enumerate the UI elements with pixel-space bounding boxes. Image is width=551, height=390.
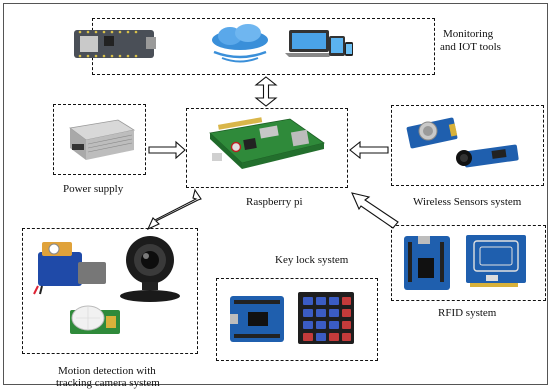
monitoring-label-line1: Monitoring [443, 28, 494, 40]
iot-board-image [74, 30, 156, 58]
servo-motor-image [33, 242, 106, 295]
power-supply-image [69, 119, 136, 160]
raspberry-pi-label: Raspberry pi [246, 196, 303, 208]
webcam-icon [120, 236, 180, 302]
power-supply-label: Power supply [63, 183, 124, 195]
arrow-sensors-to-pi [349, 140, 389, 160]
motion-detection-box [22, 228, 198, 354]
wireless-sensors-label: Wireless Sensors system [413, 196, 522, 208]
monitoring-label-line2: and IOT tools [440, 41, 501, 53]
rfid-label: RFID system [438, 307, 497, 319]
key-lock-box [216, 278, 378, 361]
rfid-box [391, 225, 546, 301]
motion-detection-label-line2: tracking camera system [56, 377, 160, 389]
wireless-sensors-box [391, 105, 544, 186]
gas-sensor-image [406, 117, 458, 149]
raspberry-pi-board-image [209, 117, 325, 169]
arduino-board-image [230, 296, 284, 342]
motion-detection-label-line1: Motion detection with [58, 365, 156, 377]
diagram-frame [3, 3, 548, 385]
pir-sensor-image [70, 305, 120, 334]
raspberry-pi-box [186, 108, 348, 188]
rfid-reader-image [466, 235, 526, 287]
ir-sensor-image [456, 144, 519, 168]
laptop-tablet-phone-icon [285, 30, 353, 57]
power-supply-box [53, 104, 146, 175]
cloud-icon [212, 24, 268, 63]
keypad-image [298, 292, 354, 344]
arrow-motion-pi [146, 188, 202, 231]
arrow-rfid-to-pi [351, 192, 399, 229]
arduino-board-image [404, 236, 450, 290]
key-lock-label: Key lock system [275, 254, 349, 266]
arrow-monitoring-pi [254, 76, 278, 107]
arrow-power-to-pi [148, 140, 186, 160]
